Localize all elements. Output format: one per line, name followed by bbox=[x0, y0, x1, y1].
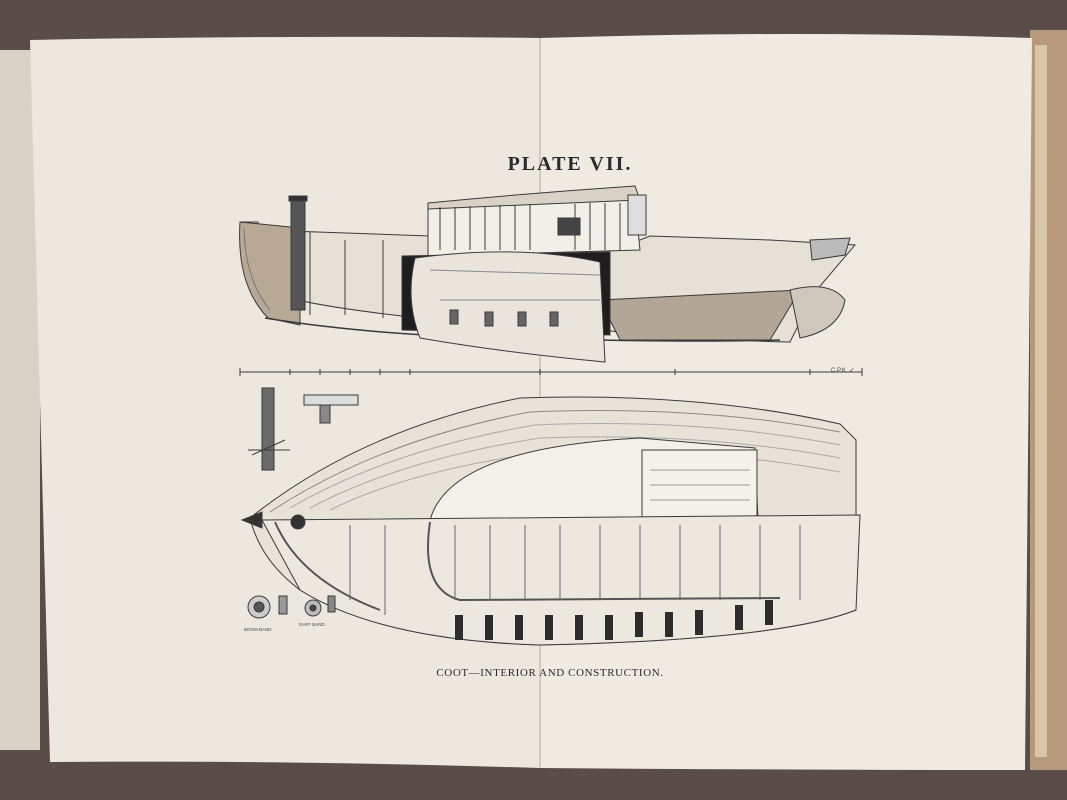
fittings-detail bbox=[247, 595, 336, 619]
scale-bar bbox=[239, 368, 863, 376]
gaff-band-label: GAFF BAND bbox=[299, 622, 325, 627]
side-elevation-drawing bbox=[239, 185, 857, 363]
boom-band-label: BOOM BAND bbox=[244, 627, 272, 632]
left-page bbox=[30, 36, 540, 768]
plan-view-drawing bbox=[240, 396, 861, 646]
plate-title: PLATE VII. bbox=[507, 153, 633, 175]
plate-caption: COOT—INTERIOR AND CONSTRUCTION. bbox=[436, 667, 664, 679]
drafter-initials: C.P.K. ✓ bbox=[831, 368, 855, 374]
mast-step-detail bbox=[248, 387, 359, 471]
